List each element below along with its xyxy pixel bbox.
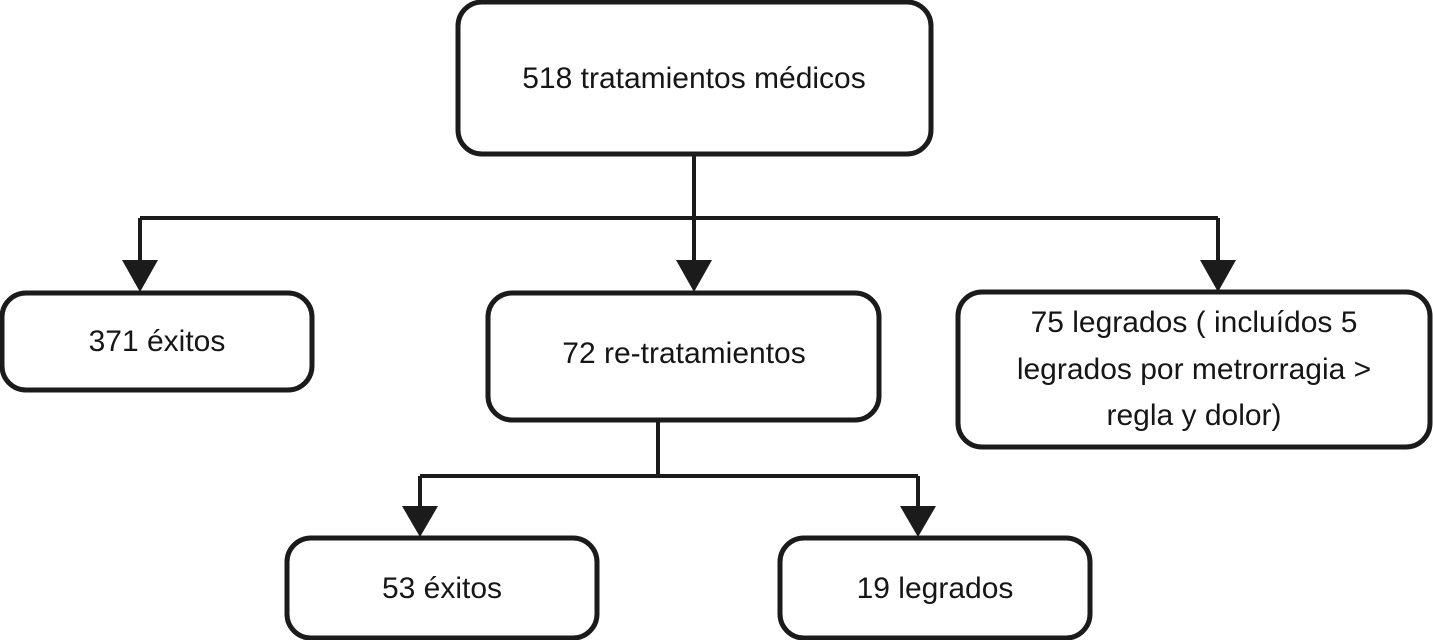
node-curettages-label-line3: regla y dolor) xyxy=(1106,399,1281,432)
connector-group-level2 xyxy=(402,420,936,537)
arrowhead-retreatments-to-curettages-second xyxy=(900,506,936,537)
connector-group-level1 xyxy=(122,154,1236,292)
node-root[interactable]: 518 tratamientos médicos xyxy=(455,0,934,157)
arrowhead-retreatments-to-successes-second xyxy=(402,506,438,537)
arrowhead-root-to-curettages xyxy=(1200,260,1236,292)
node-successes-first-box[interactable] xyxy=(0,290,315,393)
arrowhead-root-to-successes-first xyxy=(122,260,158,292)
node-curettages-second[interactable]: 19 legrados xyxy=(777,535,1093,640)
node-curettages-box[interactable] xyxy=(955,289,1433,450)
node-successes-first-label: 371 éxitos xyxy=(89,325,226,358)
node-curettages-label-line1: 75 legrados ( incluídos 5 xyxy=(1031,306,1358,339)
node-successes-first[interactable]: 371 éxitos xyxy=(0,290,315,393)
node-curettages[interactable]: 75 legrados ( incluídos 5 legrados por m… xyxy=(955,289,1433,450)
node-root-label: 518 tratamientos médicos xyxy=(522,62,866,95)
node-retreatments[interactable]: 72 re-tratamientos xyxy=(485,290,882,423)
node-root-box[interactable] xyxy=(455,0,934,157)
node-curettages-second-label: 19 legrados xyxy=(857,572,1014,605)
node-successes-second[interactable]: 53 éxitos xyxy=(284,535,600,640)
arrowhead-root-to-retreatments xyxy=(676,260,712,292)
node-retreatments-box[interactable] xyxy=(485,290,882,423)
node-curettages-second-box[interactable] xyxy=(777,535,1093,640)
node-curettages-label-line2: legrados por metrorragia > xyxy=(1017,353,1371,386)
node-successes-second-label: 53 éxitos xyxy=(382,572,502,605)
node-retreatments-label: 72 re-tratamientos xyxy=(562,337,805,370)
node-successes-second-box[interactable] xyxy=(284,535,600,640)
